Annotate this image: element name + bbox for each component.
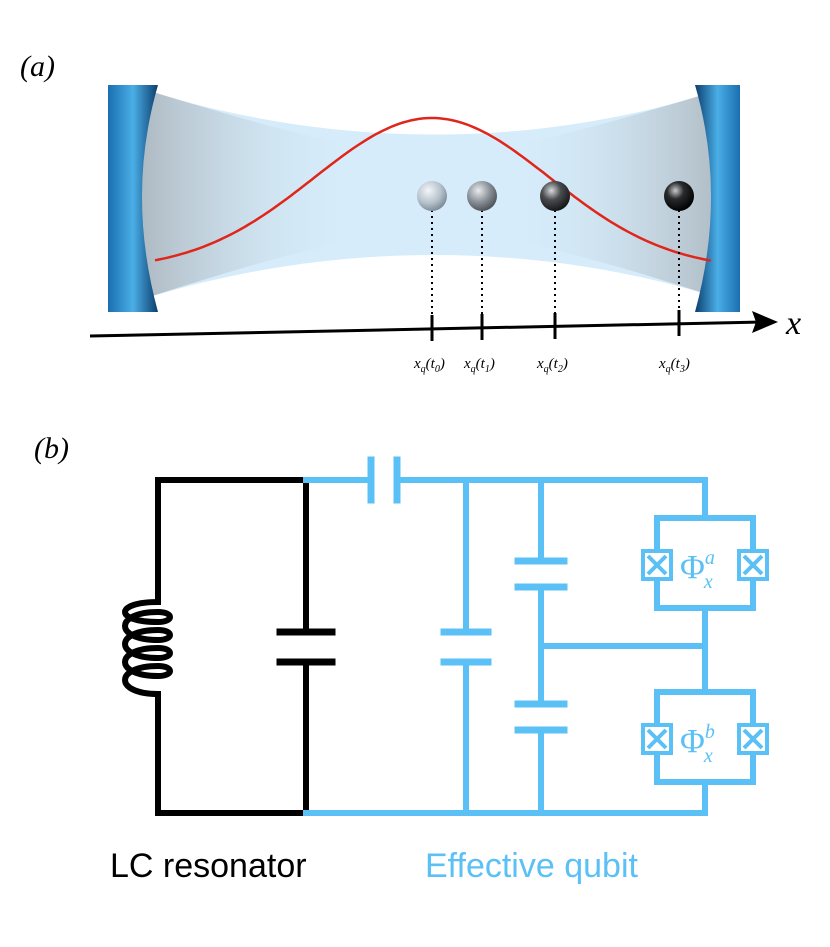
josephson-junctions	[641, 549, 769, 755]
series-capacitor-top	[514, 557, 568, 591]
panel-a-label: (a)	[20, 50, 55, 83]
mirror-right	[695, 85, 740, 312]
panel-a: (a) x xq	[20, 50, 801, 375]
coupling-capacitor	[367, 456, 401, 504]
particle-t1	[467, 181, 497, 211]
projection-lines	[431, 210, 680, 320]
particle-t3	[664, 181, 694, 211]
inductor-coil	[122, 599, 173, 697]
cavity-beam-shade-left	[140, 88, 360, 300]
mirror-left	[108, 85, 158, 312]
panel-b-label: (b)	[34, 432, 69, 465]
junction-a-right	[737, 549, 769, 581]
shunt-capacitor	[440, 628, 492, 666]
tick-label-t1: xq(t1)	[463, 356, 495, 375]
x-axis-line	[89, 320, 766, 338]
tick-label-t2: xq(t2)	[536, 356, 568, 375]
junction-b-left	[641, 723, 673, 755]
junction-b-right	[737, 723, 769, 755]
series-capacitor-bottom	[514, 700, 568, 734]
axis-ticks	[430, 310, 681, 341]
lc-resonator-circuit	[122, 477, 336, 816]
tick-label-t3: xq(t3)	[658, 356, 690, 375]
x-axis-arrowhead	[752, 311, 778, 333]
x-axis-label: x	[785, 305, 801, 342]
junction-a-left	[641, 549, 673, 581]
cavity-mode-curve	[154, 116, 712, 262]
cavity-beam-shade-right	[505, 88, 725, 300]
tick-label-t0: xq(t0)	[413, 356, 445, 375]
qubit-circuit	[303, 456, 756, 816]
panel-b: (b)	[34, 432, 769, 885]
particle-t2	[540, 181, 570, 211]
lc-resonator-caption: LC resonator	[110, 847, 307, 885]
effective-qubit-caption: Effective qubit	[425, 847, 639, 885]
lc-capacitor	[276, 628, 336, 666]
particle-t0	[417, 181, 447, 211]
